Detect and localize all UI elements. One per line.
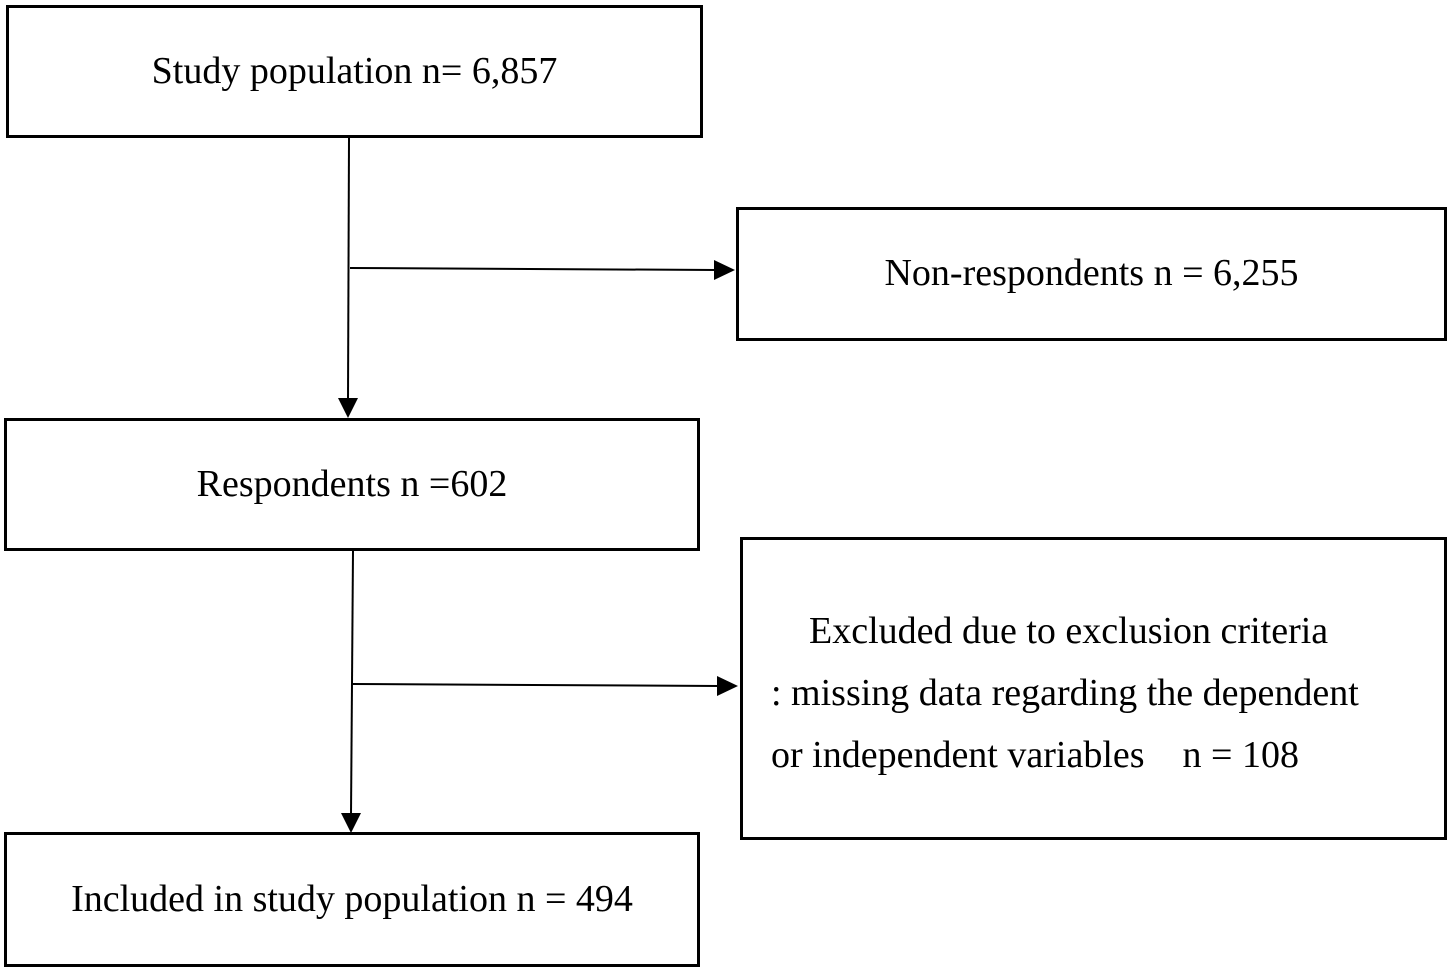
excluded-label-line-1: Excluded due to exclusion criteria: [809, 610, 1329, 652]
non-respondents-label: Non-respondents n = 6,255: [884, 252, 1299, 295]
study-population-label: Study population n= 6,857: [151, 49, 558, 92]
connector-respondents-to-included: [350, 550, 354, 816]
arrowhead-non-respondents: [714, 260, 735, 280]
connector-to-non-respondents: [349, 267, 717, 271]
included-label: Included in study population n = 494: [71, 877, 633, 920]
respondents-box: Respondents n =602: [4, 418, 700, 551]
respondents-label: Respondents n =602: [196, 462, 508, 505]
excluded-box: Excluded due to exclusion criteria : mis…: [740, 537, 1447, 840]
study-population-box: Study population n= 6,857: [6, 5, 703, 138]
excluded-label-line-3: or independent variables n = 108: [771, 734, 1299, 776]
connector-study-to-respondents: [347, 137, 350, 401]
connector-to-excluded: [352, 683, 720, 687]
arrowhead-excluded: [717, 676, 738, 696]
arrowhead-respondents: [338, 398, 358, 418]
arrowhead-included: [341, 813, 361, 833]
excluded-label-line-2: : missing data regarding the dependent: [771, 672, 1359, 714]
non-respondents-box: Non-respondents n = 6,255: [736, 207, 1447, 341]
included-box: Included in study population n = 494: [4, 832, 700, 967]
